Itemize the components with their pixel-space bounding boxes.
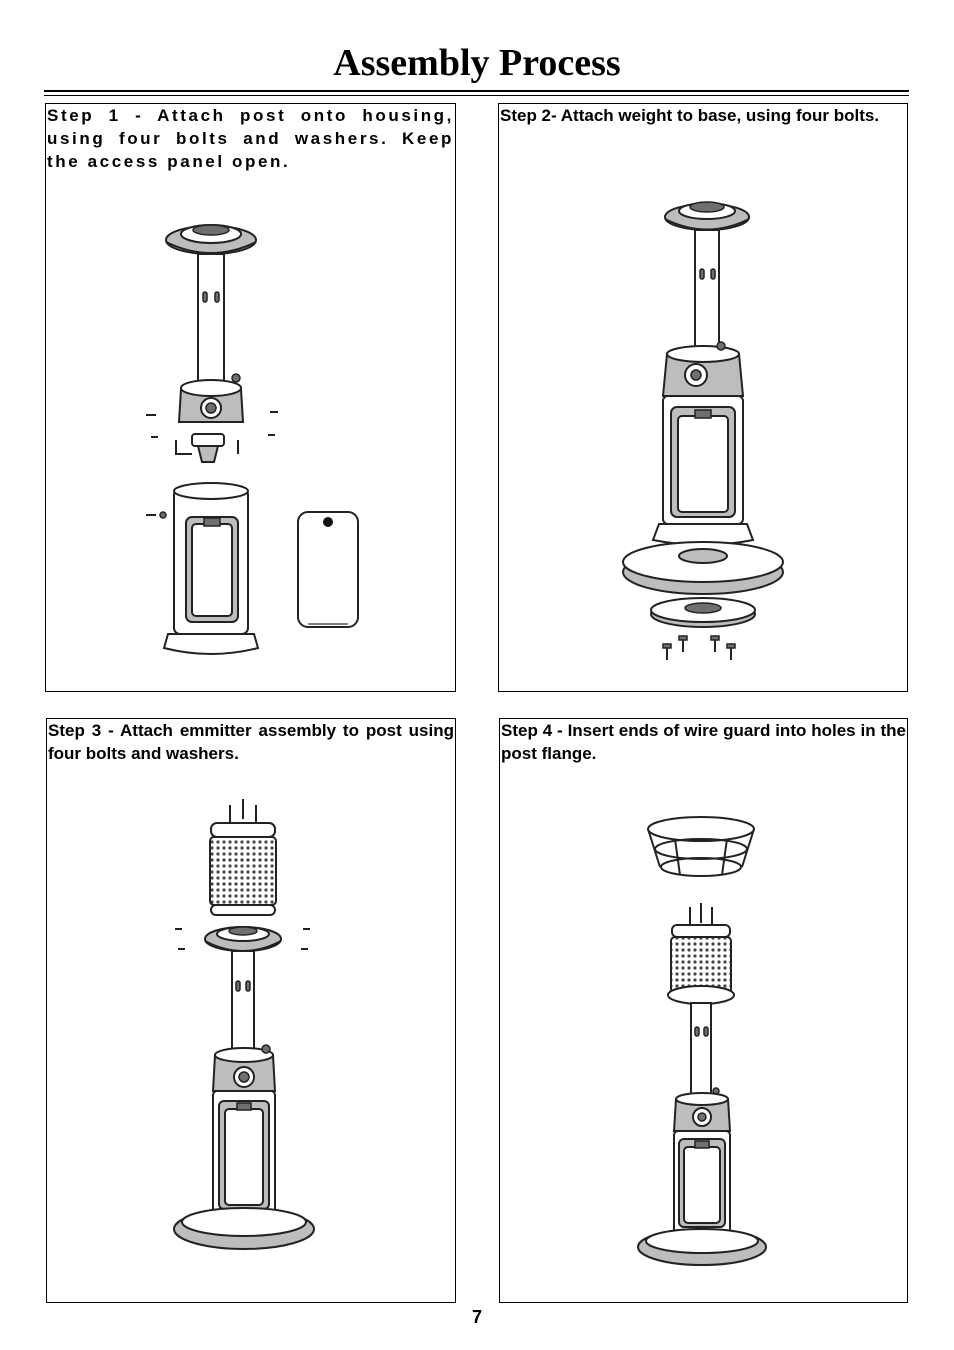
step-2-caption: Step 2- Attach weight to base, using fou… (500, 106, 880, 125)
step-3-illustration (173, 799, 315, 1250)
step-3-panel: Step 3 - Attach emmitter assembly to pos… (46, 718, 456, 1303)
title-rule-thin (44, 95, 909, 96)
title-rule-thick (44, 90, 909, 92)
step-2-illustration (622, 201, 784, 660)
page-number: 7 (471, 1307, 482, 1327)
step-4-panel: Step 4 - Insert ends of wire guard into … (499, 718, 908, 1303)
step-1-caption: Step 1 - Attach post onto housing, using… (47, 106, 454, 171)
step-3-caption: Step 3 - Attach emmitter assembly to pos… (48, 721, 454, 763)
step-2-panel: Step 2- Attach weight to base, using fou… (498, 103, 908, 692)
step-4-caption: Step 4 - Insert ends of wire guard into … (501, 721, 906, 763)
step-1-illustration (146, 224, 359, 655)
step-1-panel: Step 1 - Attach post onto housing, using… (45, 103, 456, 692)
page-title: Assembly Process (333, 42, 621, 84)
step-4-illustration (637, 816, 767, 1266)
